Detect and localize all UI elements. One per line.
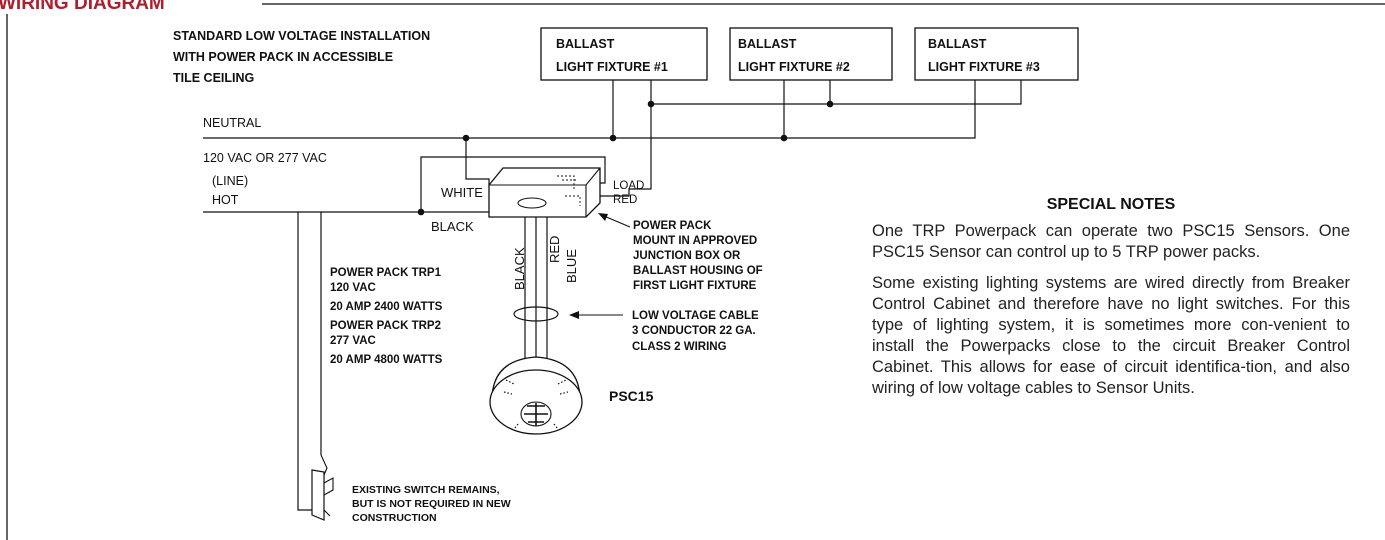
fixture-label: BALLAST: [738, 37, 797, 51]
wires: [203, 80, 1022, 511]
white-wire: [465, 138, 490, 185]
cable-note-line: CLASS 2 WIRING: [632, 341, 727, 353]
cable-ring: [513, 306, 559, 322]
junction-dot: [609, 134, 617, 142]
sensor-label: PSC15: [609, 388, 654, 404]
cable-black-label: BLACK: [512, 247, 527, 290]
fixture-label: BALLAST: [556, 37, 615, 51]
neutral-loop-wire: [420, 156, 606, 212]
fixture-3: BALLAST LIGHT FIXTURE #3: [914, 27, 1079, 81]
power-pack-box: [488, 167, 601, 218]
power-pack-note-line: MOUNT IN APPROVED: [633, 235, 757, 247]
power-pack-edges: [489, 167, 601, 217]
junction-dot: [826, 100, 834, 108]
special-notes-heading: SPECIAL NOTES: [1046, 196, 1176, 213]
cable-red-label: RED: [547, 236, 562, 263]
cable-note-line: LOW VOLTAGE CABLE: [632, 310, 759, 322]
fixture-label: LIGHT FIXTURE #1: [556, 60, 668, 74]
installation-title-line: TILE CEILING: [173, 71, 254, 85]
neutral-label: NEUTRAL: [203, 116, 261, 130]
power-pack-note: POWER PACK MOUNT IN APPROVED JUNCTION BO…: [598, 213, 763, 292]
spec-line: 277 VAC: [330, 335, 376, 347]
power-pack-note-line: BALLAST HOUSING OF: [633, 265, 763, 277]
power-pack-knockout: [517, 197, 547, 209]
spec-line: 20 AMP 4800 WATTS: [330, 354, 443, 366]
junction-dots: [417, 100, 834, 216]
psc15-sensor: PSC15: [489, 356, 654, 435]
hot-label: HOT: [212, 193, 239, 207]
arrow-line: [603, 215, 631, 228]
cable-note: LOW VOLTAGE CABLE 3 CONDUCTOR 22 GA. CLA…: [513, 306, 759, 353]
installation-title-line: STANDARD LOW VOLTAGE INSTALLATION: [173, 29, 430, 43]
switch-toggle: [320, 454, 334, 517]
sensor-vents: [503, 379, 569, 429]
neutral-wire: [203, 80, 976, 139]
arrow-head: [569, 311, 579, 319]
power-pack-specs: POWER PACK TRP1 120 VAC 20 AMP 2400 WATT…: [330, 267, 443, 366]
page-title: WIRING DIAGRAM: [0, 0, 165, 14]
cable-note-line: 3 CONDUCTOR 22 GA.: [632, 325, 756, 337]
spec-line: POWER PACK TRP1: [330, 267, 442, 279]
fixture-label: BALLAST: [928, 37, 987, 51]
switch-note-line: CONSTRUCTION: [352, 512, 437, 524]
fixture-box: [540, 27, 708, 81]
fixture-box: [729, 27, 893, 81]
fixture-label: LIGHT FIXTURE #2: [738, 60, 850, 74]
power-pack-note-line: JUNCTION BOX OR: [633, 250, 741, 262]
red-label: RED: [613, 194, 637, 206]
wall-switch: EXISTING SWITCH REMAINS, BUT IS NOT REQU…: [311, 454, 511, 524]
special-notes: SPECIAL NOTES One TRP Powerpack can oper…: [872, 194, 1350, 409]
special-note-paragraph: Some existing lighting systems are wired…: [872, 274, 1350, 397]
junction-dot: [780, 134, 788, 142]
junction-dot: [462, 134, 470, 142]
red-load-wire: [600, 104, 652, 197]
voltage-label: 120 VAC OR 277 VAC: [203, 151, 327, 165]
fixture-box: [914, 27, 1079, 81]
installation-title-line: WITH POWER PACK IN ACCESSIBLE: [173, 50, 393, 64]
fixture-1: BALLAST LIGHT FIXTURE #1: [540, 27, 708, 81]
black-label: BLACK: [431, 219, 474, 234]
hot-switch-wire: [297, 212, 312, 511]
switch-plate: [311, 469, 325, 521]
installation-title: STANDARD LOW VOLTAGE INSTALLATION WITH P…: [173, 29, 430, 85]
line-label: (LINE): [212, 174, 248, 188]
arrow-head: [598, 213, 608, 221]
internal-wiring-dashes: [557, 175, 581, 206]
spec-line: 120 VAC: [330, 282, 376, 294]
junction-dot: [417, 208, 425, 216]
cable-blue-label: BLUE: [564, 249, 579, 283]
junction-dot: [647, 100, 655, 108]
power-pack-note-line: FIRST LIGHT FIXTURE: [633, 280, 757, 292]
power-pack-note-line: POWER PACK: [633, 220, 712, 232]
power-pack: [488, 167, 601, 218]
load-bus-wire: [650, 80, 1022, 105]
spec-line: POWER PACK TRP2: [330, 320, 441, 332]
lens-grid: [524, 403, 548, 426]
special-note-paragraph: One TRP Powerpack can operate two PSC15 …: [872, 222, 1350, 261]
white-label: WHITE: [441, 185, 483, 200]
switch-note-line: BUT IS NOT REQUIRED IN NEW: [352, 498, 511, 510]
fixture-label: LIGHT FIXTURE #3: [928, 60, 1040, 74]
load-label: LOAD: [613, 180, 644, 192]
black-hot-wire: [203, 203, 510, 213]
switch-note-line: EXISTING SWITCH REMAINS,: [352, 484, 500, 496]
spec-line: 20 AMP 2400 WATTS: [330, 301, 443, 313]
fixture-2: BALLAST LIGHT FIXTURE #2: [729, 27, 893, 81]
